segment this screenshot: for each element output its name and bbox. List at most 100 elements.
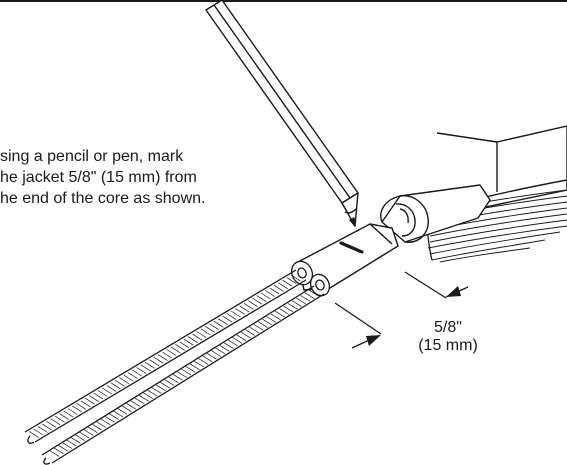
dimension-extension-lower <box>334 302 382 335</box>
strand-twist <box>192 333 203 341</box>
strand-twist <box>232 337 243 344</box>
strand-twist <box>291 300 302 307</box>
dimension-extension-upper <box>404 271 447 299</box>
strand-twist <box>308 289 319 297</box>
strand-twist <box>151 387 162 394</box>
strand-twist <box>287 303 298 310</box>
strand-twist <box>270 313 281 320</box>
pencil <box>205 0 359 227</box>
strand-twist <box>286 277 297 284</box>
instruction-line-1: sing a pencil or pen, mark <box>0 148 184 165</box>
strand-twist <box>143 392 153 399</box>
strand-twist <box>121 405 132 412</box>
conductor-upper <box>24 269 307 443</box>
conductor-upper-strands <box>29 274 301 438</box>
dimension-arrow-upper <box>446 286 461 297</box>
strand-twist <box>53 447 64 454</box>
strand-twist <box>235 308 245 315</box>
strand-twist <box>33 428 44 436</box>
foil-core <box>380 184 491 243</box>
strand-twist <box>256 295 267 302</box>
strand-twist <box>160 381 170 389</box>
strand-twist <box>109 413 119 420</box>
strand-twist <box>92 423 102 431</box>
strand-twist <box>274 310 285 318</box>
strand-twist <box>62 442 73 449</box>
core-jacket <box>297 223 399 291</box>
strand-twist <box>219 345 230 352</box>
bare-conductors <box>24 269 325 465</box>
strand-twist <box>115 380 125 387</box>
strand-twist <box>253 324 264 331</box>
strand-twist <box>273 285 284 292</box>
instruction-text: sing a pencil or pen, mark he jacket 5/8… <box>0 146 280 209</box>
strand-twist <box>147 389 158 397</box>
strand-twist <box>84 397 95 405</box>
strand-twist <box>87 426 98 433</box>
strand-twist <box>166 349 177 356</box>
strand-twist <box>206 353 217 360</box>
strand-twist <box>257 321 268 328</box>
strand-twist <box>304 292 315 299</box>
strand-twist <box>149 359 160 366</box>
strand-twist <box>213 320 224 328</box>
strand-twist <box>42 423 52 431</box>
strand-twist <box>63 410 74 418</box>
strand-twist <box>183 338 194 346</box>
pencil-mark <box>339 241 364 254</box>
strand-twist <box>245 329 255 336</box>
strand-twist <box>230 310 241 318</box>
strand-twist <box>49 450 60 457</box>
strand-twist <box>218 318 228 325</box>
dimension-metric: (15 mm) <box>418 337 478 354</box>
strand-twist <box>168 376 179 384</box>
strand-twist <box>175 344 185 351</box>
dimension-arrow-lower <box>366 335 381 346</box>
instruction-line-3: he end of the core as shown. <box>0 190 206 207</box>
strand-twist <box>239 305 250 313</box>
conductor-lower <box>41 285 325 464</box>
strand-twist <box>104 416 115 423</box>
strand-twist <box>300 295 311 302</box>
strand-twist <box>185 366 196 373</box>
strand-twist <box>170 346 181 354</box>
strand-twist <box>265 290 275 297</box>
strand-twist <box>100 418 111 426</box>
strand-twist <box>70 437 81 444</box>
strand-twist <box>97 390 108 397</box>
strand-twist <box>243 303 254 310</box>
strand-twist <box>136 367 147 374</box>
strand-twist <box>200 328 211 336</box>
strand-twist <box>179 341 190 349</box>
strand-twist <box>202 355 213 363</box>
strand-twist <box>145 362 155 369</box>
strand-twist <box>75 434 85 441</box>
strand-twist <box>106 385 117 392</box>
strand-twist <box>189 363 200 370</box>
strand-twist <box>157 354 168 361</box>
strand-twist <box>252 297 263 305</box>
strand-twist <box>177 371 187 378</box>
strand-twist <box>80 400 91 408</box>
strand-twist <box>249 326 260 334</box>
strand-twist <box>54 415 65 423</box>
strand-twist <box>279 308 290 315</box>
strand-twist <box>130 400 141 407</box>
strand-twist <box>132 369 142 377</box>
strand-twist <box>260 292 271 300</box>
strand-twist <box>196 331 207 338</box>
strand-twist <box>262 318 273 326</box>
strand-twist <box>236 334 247 342</box>
strand-twist <box>164 379 175 386</box>
strand-twist <box>205 326 215 333</box>
strand-twist <box>282 279 293 287</box>
strand-twist <box>181 368 192 376</box>
strand-twist <box>162 351 172 359</box>
strand-twist <box>50 418 61 426</box>
strand-twist <box>58 444 68 452</box>
strand-twist <box>59 413 69 420</box>
strand-twist <box>172 374 183 381</box>
strand-twist <box>93 392 104 400</box>
strand-twist <box>187 336 198 343</box>
strand-twist <box>155 384 166 391</box>
